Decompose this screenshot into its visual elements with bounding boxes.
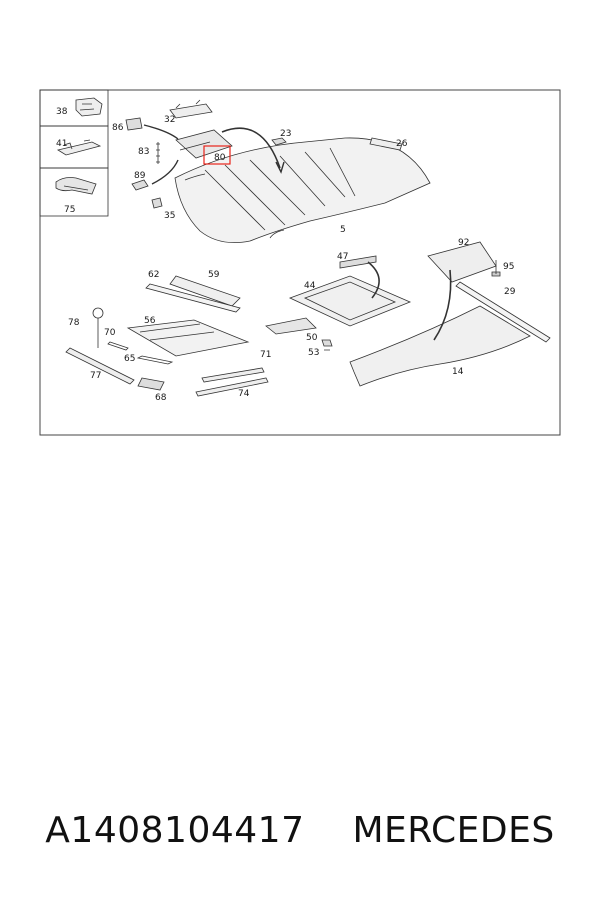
part-80-highlight <box>203 145 231 165</box>
brand-name: MERCEDES <box>352 809 555 851</box>
label-89: 89 <box>134 171 146 181</box>
part-62-strip <box>145 283 241 313</box>
part-26-rail <box>369 137 403 151</box>
part-caption: A1408104417 MERCEDES <box>0 800 600 860</box>
parts-diagram: 38 41 75 86 32 83 80 23 26 89 35 5 47 92… <box>39 89 561 436</box>
part-38-shape <box>75 97 103 117</box>
label-35: 35 <box>164 211 175 221</box>
label-77: 77 <box>90 371 101 381</box>
diagram-frame <box>39 89 561 436</box>
label-59: 59 <box>208 270 220 280</box>
label-80: 80 <box>214 153 226 163</box>
label-5: 5 <box>340 225 346 235</box>
label-83: 83 <box>138 147 149 157</box>
label-56: 56 <box>144 316 156 326</box>
part-50-53-clip <box>321 339 333 351</box>
part-65-strip <box>136 355 174 365</box>
label-86: 86 <box>112 123 124 133</box>
label-70: 70 <box>104 328 116 338</box>
part-68-block <box>137 377 165 391</box>
arrow-86 <box>143 124 179 140</box>
part-75-shape <box>55 177 97 195</box>
part-flat-panel <box>265 317 317 335</box>
part-92-bracket <box>427 241 497 283</box>
part-56-panel <box>126 319 250 357</box>
label-38: 38 <box>56 107 68 117</box>
part-32-bracket <box>169 99 213 119</box>
part-41-shape <box>56 139 102 156</box>
part-23-clip <box>271 137 287 146</box>
label-32: 32 <box>164 115 175 125</box>
arrow-head-1 <box>275 161 285 174</box>
label-65: 65 <box>124 354 135 364</box>
part-47-bar <box>339 255 377 269</box>
arrow-89 <box>151 159 179 185</box>
part-number: A1408104417 <box>45 809 305 851</box>
label-44: 44 <box>304 281 316 291</box>
label-71: 71 <box>260 350 271 360</box>
part-78-knob <box>92 307 104 319</box>
part-14-headliner <box>349 305 531 387</box>
part-86-clip <box>125 117 143 131</box>
part-95-bolt <box>491 260 501 277</box>
arrow-92 <box>433 269 452 341</box>
part-80-visor <box>175 129 233 159</box>
label-26: 26 <box>396 139 408 149</box>
part-44-frame <box>288 275 412 327</box>
label-41: 41 <box>56 139 67 149</box>
label-14: 14 <box>452 367 464 377</box>
label-92: 92 <box>458 238 469 248</box>
part-71-74-rails <box>195 367 269 397</box>
part-35-clip <box>151 197 163 209</box>
part-29-rail <box>455 281 551 343</box>
arrow-47 <box>367 261 380 299</box>
part-83-spring <box>156 142 160 164</box>
label-74: 74 <box>238 389 250 399</box>
inset-box-75 <box>39 167 109 217</box>
part-70-strip <box>107 341 129 351</box>
label-23: 23 <box>280 129 291 139</box>
label-47: 47 <box>337 252 348 262</box>
label-29: 29 <box>504 287 516 297</box>
label-75: 75 <box>64 205 75 215</box>
part-89-clip <box>131 179 149 191</box>
label-95: 95 <box>503 262 514 272</box>
label-53: 53 <box>308 348 319 358</box>
arrow-to-headliner <box>221 127 281 169</box>
part-77-rail <box>65 347 135 385</box>
part-5-ribs <box>184 147 356 239</box>
label-62: 62 <box>148 270 159 280</box>
label-50: 50 <box>306 333 318 343</box>
label-78: 78 <box>68 318 80 328</box>
label-68: 68 <box>155 393 167 403</box>
part-5-headliner <box>174 137 431 244</box>
